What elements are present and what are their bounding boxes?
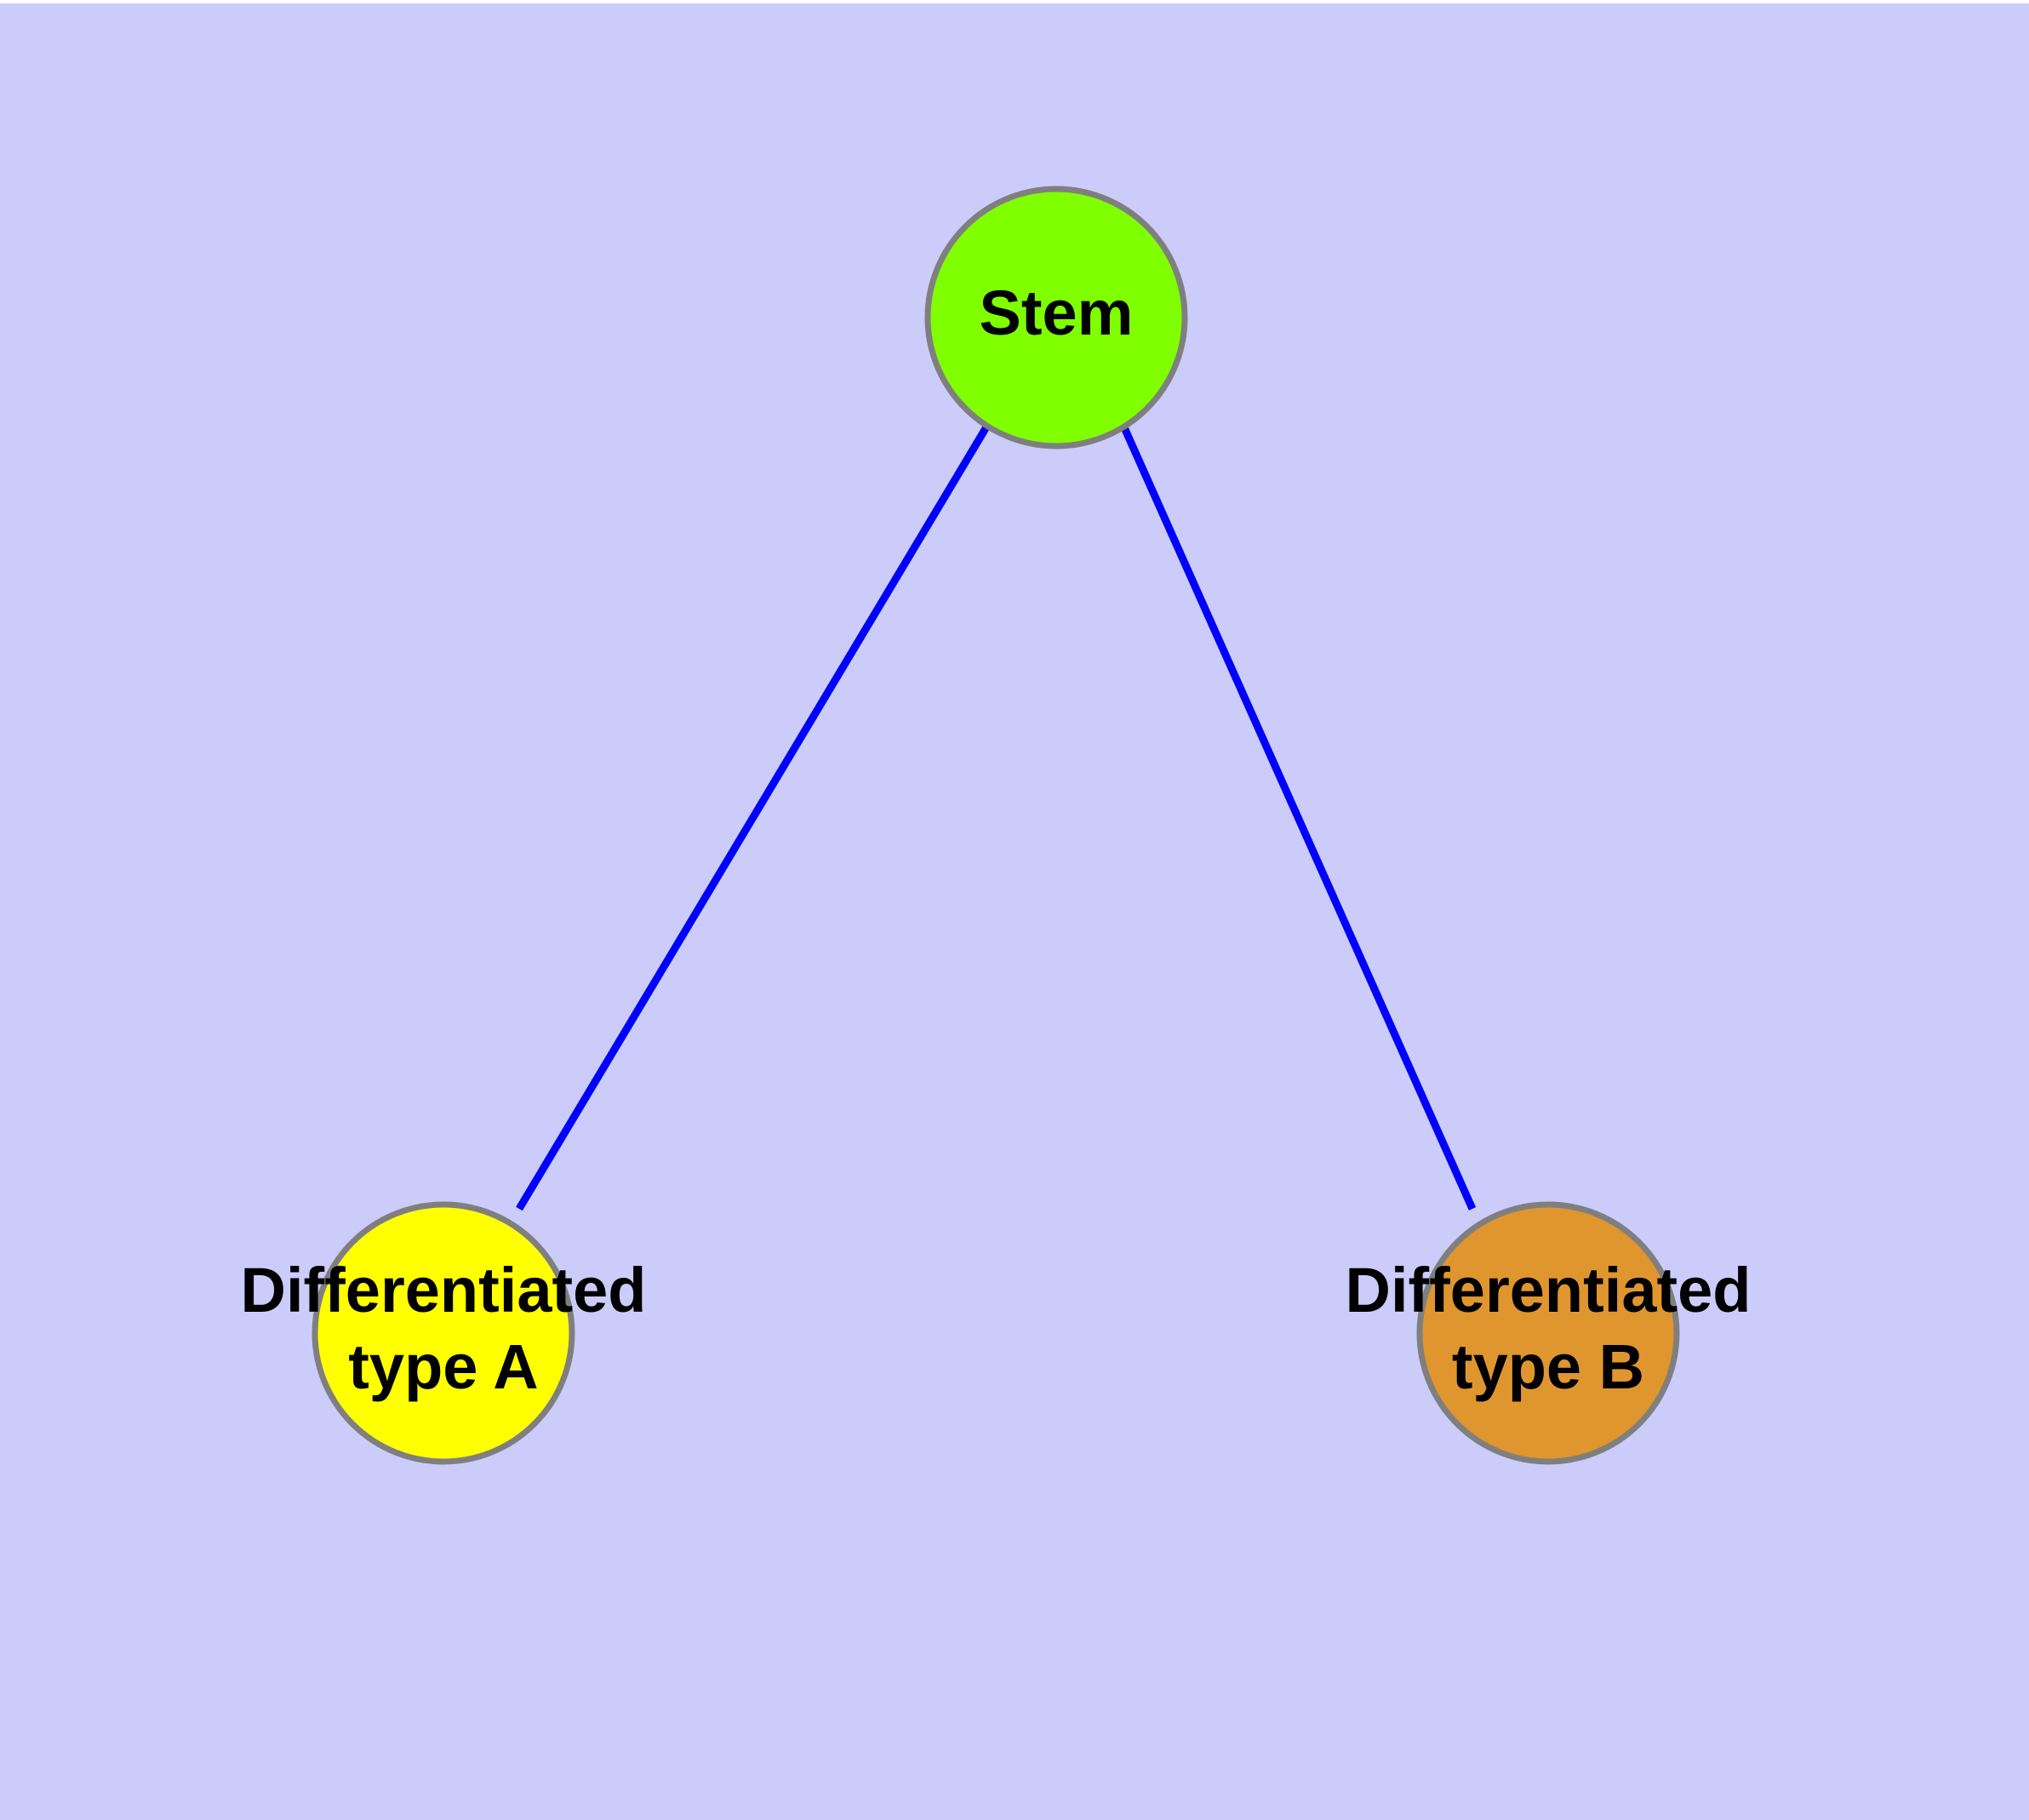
edge-stem-to-diff-a: [516, 423, 991, 1211]
node-differentiated-type-b[interactable]: [1416, 1201, 1680, 1465]
node-differentiated-type-a[interactable]: [311, 1201, 575, 1465]
label-line: type B: [1452, 1331, 1644, 1402]
label-line: Differentiated: [241, 1254, 647, 1325]
edge-stem-to-diff-b: [1119, 424, 1477, 1210]
label-line: type A: [348, 1331, 538, 1402]
label-line: Stem: [980, 278, 1134, 348]
node-stem-label: Stem: [980, 278, 1134, 348]
label-line: Differentiated: [1346, 1254, 1752, 1325]
node-layer: [311, 186, 1680, 1465]
node-stem[interactable]: [924, 186, 1188, 449]
node-differentiated-type-b-circle[interactable]: [1416, 1201, 1680, 1465]
node-differentiated-type-a-circle[interactable]: [311, 1201, 575, 1465]
node-stem-circle[interactable]: [924, 186, 1188, 449]
edge-layer: [516, 423, 1477, 1211]
